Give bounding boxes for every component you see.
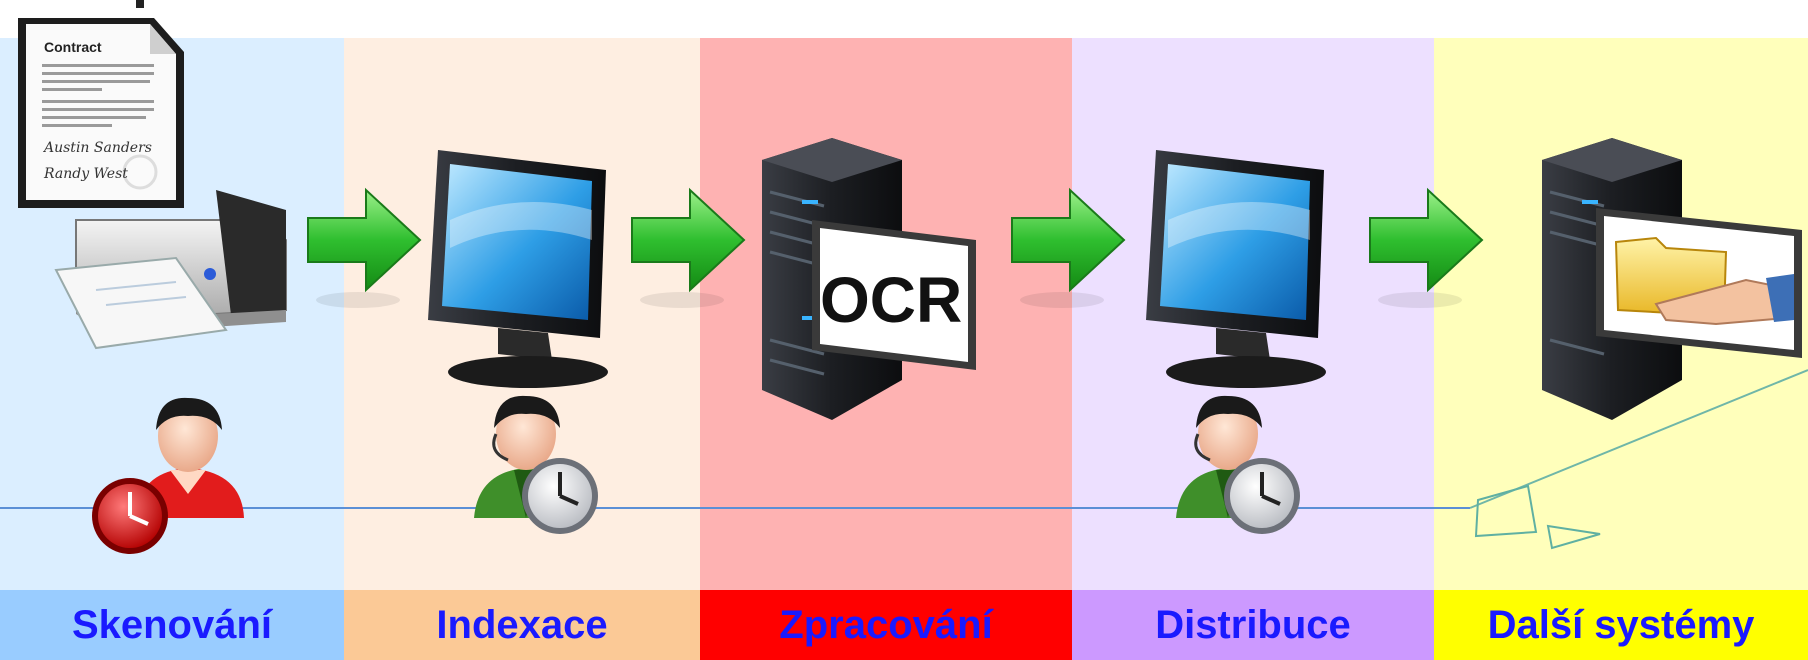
stage-label-dalsi-systemy: Další systémy <box>1434 590 1808 660</box>
diagram-graphics: Contract Austin Sanders Randy West <box>0 18 1808 554</box>
timeline <box>0 369 1808 550</box>
ocr-badge-icon <box>812 220 976 370</box>
stage-label-text: Další systémy <box>1487 602 1755 647</box>
arrow-icon <box>1369 187 1484 308</box>
arrow-icon <box>307 187 422 308</box>
stage-label-skenovani: Skenování <box>0 590 344 660</box>
document-title: Contract <box>44 39 102 55</box>
user-icon <box>136 397 244 518</box>
folder-hand-icon <box>1596 208 1802 358</box>
monitor-icon <box>428 150 608 388</box>
document-icon <box>18 18 184 208</box>
stage-label-zpracovani: Zpracování <box>700 590 1072 660</box>
stage-label-text: Zpracování <box>779 602 993 647</box>
stage-label-indexace: Indexace <box>344 590 700 660</box>
clock-icon <box>92 478 168 554</box>
top-edge <box>0 0 1808 10</box>
clock-icon <box>1224 458 1300 534</box>
ocr-badge-label: OCR <box>820 264 962 336</box>
document-signature-2: Randy West <box>43 166 128 182</box>
document-signature-1: Austin Sanders <box>42 140 152 156</box>
stage-label-text: Indexace <box>436 602 608 647</box>
top-edge-mark <box>136 0 144 8</box>
stage-label-text: Distribuce <box>1155 602 1351 647</box>
printer-icon <box>54 190 287 350</box>
clock-icon <box>522 458 598 534</box>
stage-label-distribuce: Distribuce <box>1072 590 1434 660</box>
arrow-icon <box>631 187 746 308</box>
stage-label-text: Skenování <box>71 602 273 647</box>
arrow-icon <box>1011 187 1126 308</box>
monitor-icon <box>1146 150 1326 388</box>
